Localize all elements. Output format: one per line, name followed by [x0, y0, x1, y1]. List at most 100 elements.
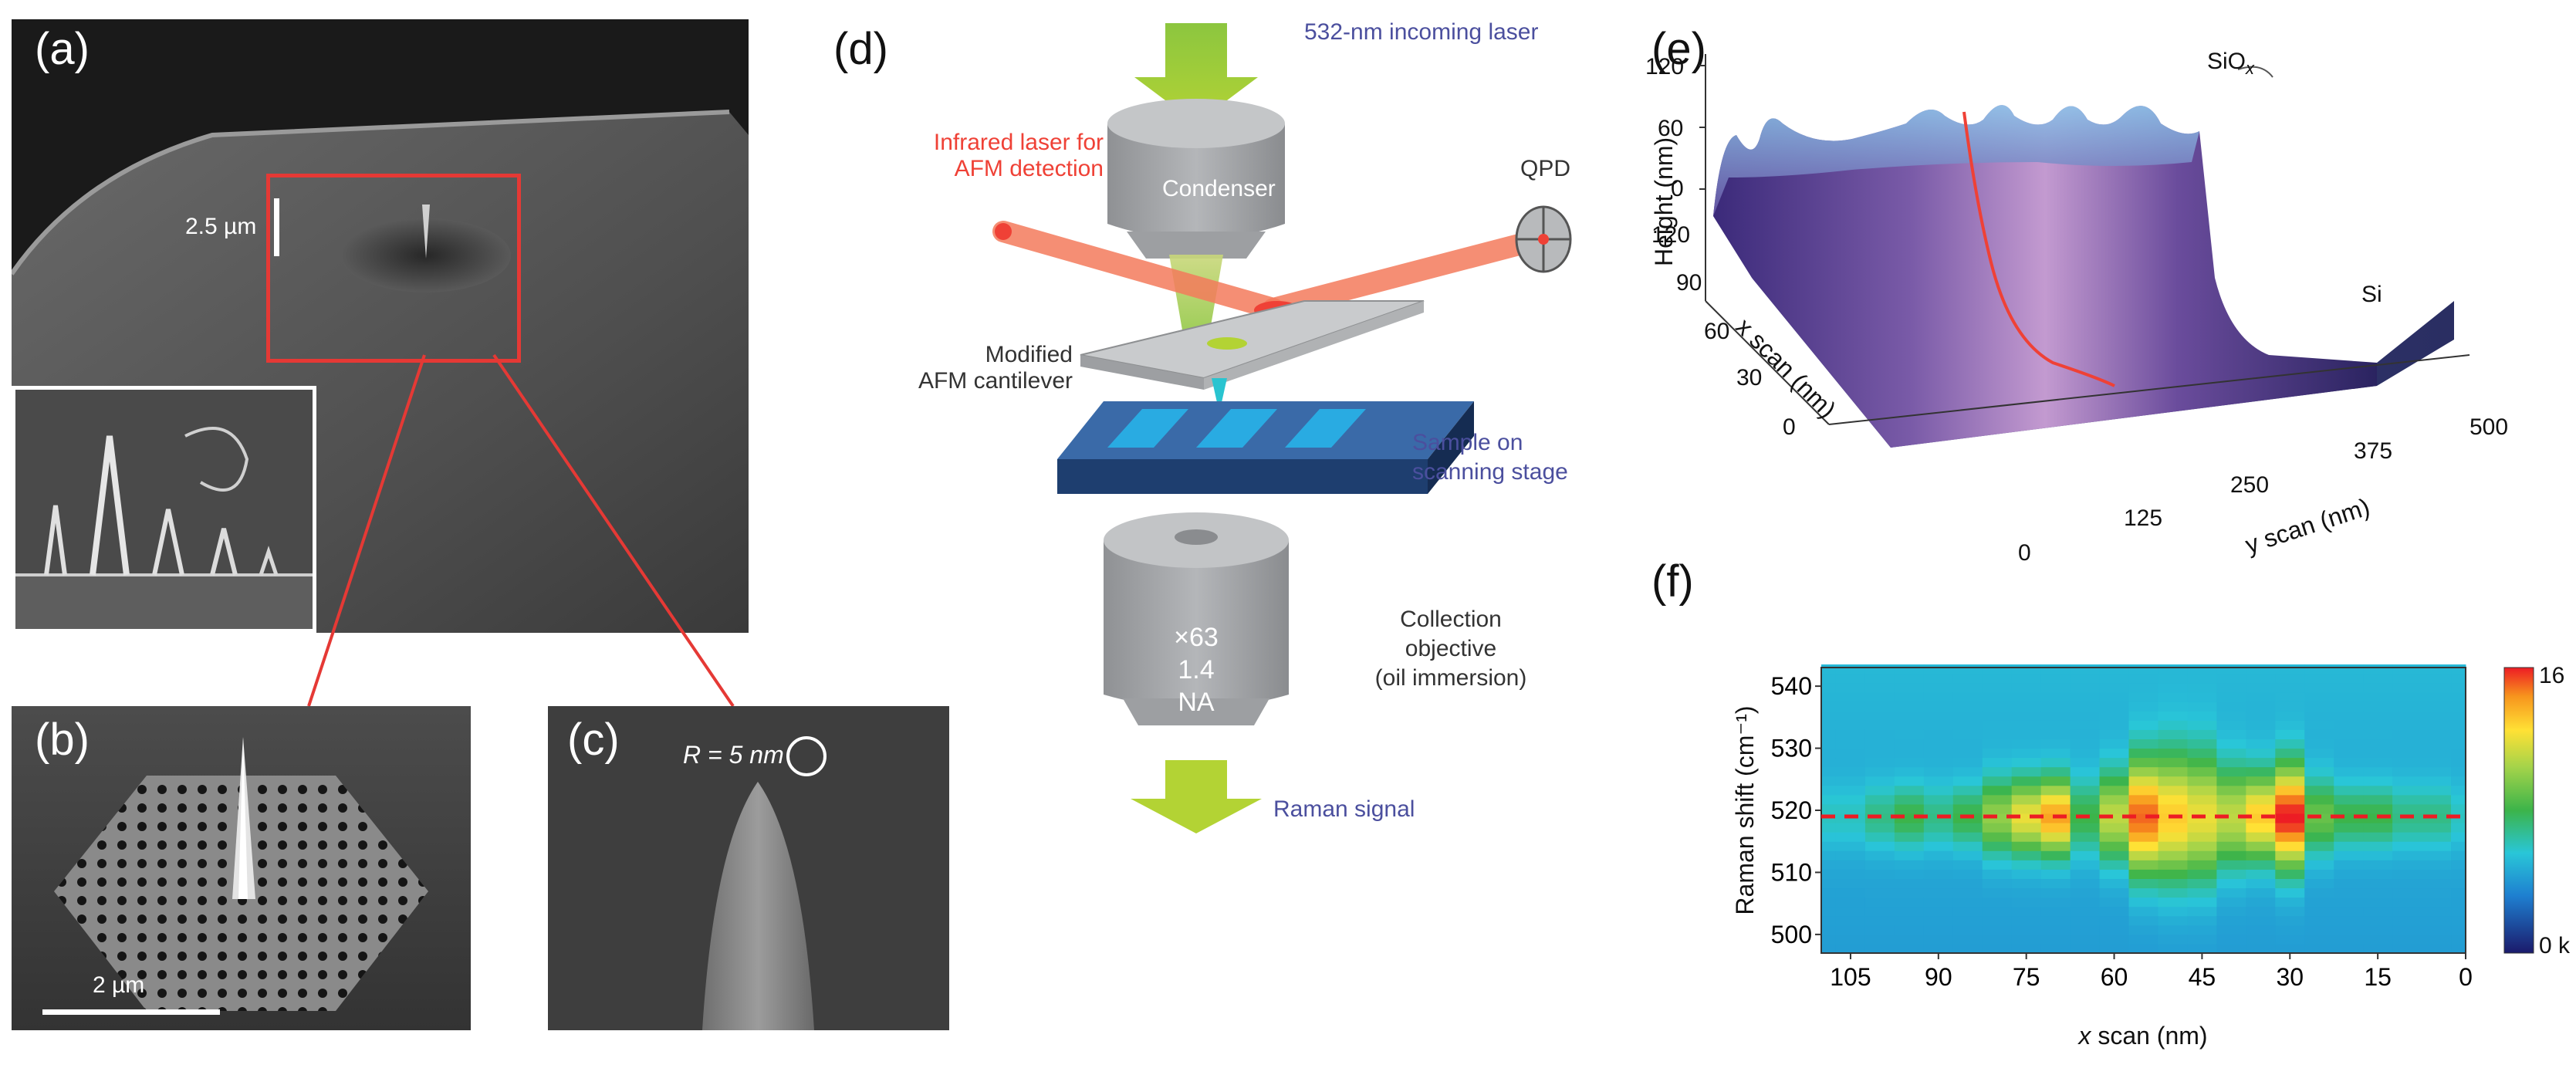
heatmap-cell: [1821, 683, 1837, 693]
heatmap-cell: [2275, 794, 2305, 805]
heatmap-cell: [2070, 757, 2101, 768]
heatmap-cell: [2040, 869, 2071, 879]
heatmap-cell: [2363, 692, 2393, 702]
heatmap-cell: [2392, 915, 2422, 926]
heatmap-cell: [2216, 748, 2246, 759]
heatmap-cell: [1894, 729, 1925, 739]
heatmap-cell: [1835, 729, 1866, 739]
heatmap-cell: [1952, 897, 1983, 908]
heatmap-cell: [2216, 878, 2246, 889]
heatmap-cell: [2128, 832, 2158, 842]
raman-signal-label: Raman signal: [1273, 796, 1415, 822]
heatmap-cell: [2451, 692, 2466, 702]
heatmap-cell: [2128, 674, 2158, 684]
heatmap-cell: [1864, 674, 1895, 684]
heatmap-cell: [2011, 887, 2042, 898]
heatmap-cell: [2275, 925, 2305, 935]
heatmap-cell: [1952, 887, 1983, 898]
heatmap-cell: [2334, 683, 2364, 693]
heatmap-cell: [2275, 850, 2305, 860]
heatmap-cell: [2040, 823, 2071, 833]
heatmap-cell: [2216, 664, 2246, 674]
heatmap-cell: [2392, 823, 2422, 833]
heatmap-cell: [1923, 785, 1954, 796]
heatmap-cell: [2070, 878, 2101, 889]
heatmap-cell: [2334, 664, 2364, 674]
heatmap-cell: [2392, 729, 2422, 739]
heatmap-cell: [2216, 887, 2246, 898]
heatmap-cell: [2070, 934, 2101, 945]
heatmap-cell: [1923, 729, 1954, 739]
heatmap-cell: [2246, 860, 2276, 870]
heatmap-cell: [2158, 878, 2188, 889]
heatmap-cell: [2451, 878, 2466, 889]
heatmap-cell: [1923, 887, 1954, 898]
heatmap-cell: [2363, 711, 2393, 721]
x-scan-tick-30: 30: [1736, 365, 1763, 390]
heatmap-cell: [2304, 720, 2334, 730]
heatmap-cell: [2011, 869, 2042, 879]
heatmap-cell: [1864, 729, 1895, 739]
panel-c-label: (c): [567, 715, 620, 765]
heatmap-cell: [1952, 794, 1983, 805]
cantilever-label-line1: Modified: [985, 342, 1073, 367]
collection-label: Collection objective (oil immersion): [1366, 605, 1536, 693]
heatmap-cell: [2128, 683, 2158, 693]
heatmap-cell: [2304, 869, 2334, 879]
y-scan-tick-500: 500: [2470, 414, 2509, 440]
heatmap-cell: [2334, 785, 2364, 796]
heatmap-cell: [2128, 729, 2158, 739]
heatmap-cell: [2187, 925, 2217, 935]
heatmap-cell: [2158, 832, 2188, 842]
objective-specs: ×63 1.4 NA: [1158, 621, 1235, 718]
heatmap-cell: [2128, 943, 2158, 954]
heatmap-cell: [1864, 794, 1895, 805]
heatmap-cell: [2070, 794, 2101, 805]
heatmap-cell: [2451, 748, 2466, 759]
heatmap-cell: [2187, 683, 2217, 693]
heatmap-cell: [1835, 897, 1866, 908]
heatmap-cell: [2216, 729, 2246, 739]
heatmap-cell: [1821, 785, 1837, 796]
heatmap-cell: [2246, 841, 2276, 851]
heatmap-cell: [2070, 683, 2101, 693]
heatmap-cell: [1952, 869, 1983, 879]
heatmap-cell: [2216, 683, 2246, 693]
heatmap-cell: [1952, 683, 1983, 693]
heatmap-cell: [2070, 803, 2101, 814]
heatmap-cell: [1894, 850, 1925, 860]
heatmap-cell: [1821, 897, 1837, 908]
heatmap-cell: [2040, 925, 2071, 935]
heatmap-cell: [1835, 943, 1866, 954]
heatmap-cell: [2304, 766, 2334, 777]
heatmap-cell: [1835, 739, 1866, 749]
heatmap-cell: [1835, 674, 1866, 684]
height-tick-0: 0: [1671, 176, 1684, 201]
heatmap-cell: [1982, 823, 2013, 833]
heatmap-cell: [1923, 943, 1954, 954]
heatmap-cell: [1821, 739, 1837, 749]
heatmap-cell: [2304, 897, 2334, 908]
heatmap-cell: [2040, 943, 2071, 954]
heatmap-cell: [2304, 860, 2334, 870]
heatmap-cell: [2011, 757, 2042, 768]
heatmap-cell: [2392, 850, 2422, 860]
heatmap-cell: [2275, 934, 2305, 945]
heatmap-cell: [2011, 906, 2042, 917]
heatmap-cell: [2099, 664, 2130, 674]
x-axis-label-rest: scan (nm): [2091, 1022, 2207, 1050]
heatmap-cell: [2216, 776, 2246, 786]
heatmap-cell: [1821, 906, 1837, 917]
heatmap-cell: [2451, 887, 2466, 898]
heatmap-cell: [1982, 683, 2013, 693]
heatmap-cell: [1923, 906, 1954, 917]
heatmap-cell: [1821, 841, 1837, 851]
heatmap-cell: [1864, 887, 1895, 898]
heatmap-cell: [2451, 906, 2466, 917]
heatmap-cell: [2070, 906, 2101, 917]
heatmap-cell: [2422, 711, 2452, 721]
heatmap-cell: [1982, 776, 2013, 786]
panel-e-label: (e): [1651, 24, 1706, 74]
heatmap-cell: [2216, 692, 2246, 702]
